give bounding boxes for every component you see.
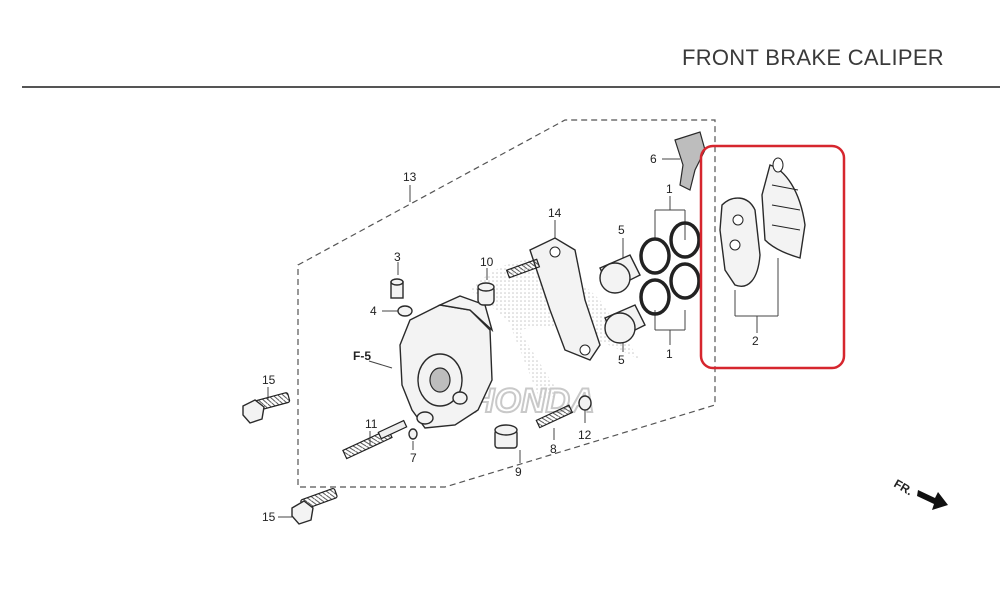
bracket-part-14: [505, 237, 601, 361]
boot-part-10: [477, 282, 495, 306]
callout-7: 7: [410, 451, 417, 465]
piston-seals-part-1: [639, 221, 701, 316]
callout-10: 10: [480, 255, 494, 269]
callout-8: 8: [550, 442, 557, 456]
front-label: FR.: [892, 476, 916, 498]
pad-spring-part-6: [674, 131, 706, 191]
front-arrow-icon: [917, 490, 948, 510]
leader-lines: [267, 158, 779, 518]
callout-5-top: 5: [618, 223, 625, 237]
brake-pad-highlight: [699, 144, 846, 370]
cap-part-4: [397, 305, 413, 317]
callout-4: 4: [370, 304, 377, 318]
callout-1-bottom: 1: [666, 347, 673, 361]
slide-pin-part-11: [342, 419, 408, 460]
callout-2: 2: [752, 334, 759, 348]
piston-part-5-upper: [599, 254, 641, 294]
callout-5-bottom: 5: [618, 353, 625, 367]
callout-11: 11: [365, 417, 378, 431]
callout-9: 9: [515, 465, 522, 479]
bolt-part-15-lower: [291, 487, 338, 525]
callout-12: 12: [578, 428, 592, 442]
piston-part-5-lower: [604, 304, 646, 344]
callout-13: 13: [403, 170, 417, 184]
pin-bolt-part-8: [535, 404, 574, 429]
front-direction-indicator: FR.: [892, 476, 948, 510]
bleeder-part-3: [390, 278, 404, 299]
brake-pads-part-2: [719, 157, 806, 287]
watermark-text: HONDA: [470, 382, 595, 420]
callout-1-top: 1: [666, 182, 673, 196]
callout-15-top: 15: [262, 373, 276, 387]
boot-part-12: [578, 395, 592, 411]
caliper-body-part-13: [399, 295, 494, 429]
callout-6: 6: [650, 152, 657, 166]
callout-3: 3: [394, 250, 401, 264]
assembly-boundary: [297, 119, 716, 488]
title-divider: [22, 86, 1000, 88]
callout-14: 14: [548, 206, 562, 220]
reference-f5: F-5: [353, 349, 371, 363]
callout-15-bottom: 15: [262, 510, 276, 524]
plug-part-9: [494, 424, 518, 449]
page-title: FRONT BRAKE CALIPER: [681, 45, 944, 70]
bolt-part-15-upper: [242, 392, 291, 424]
washer-part-7: [408, 428, 418, 440]
